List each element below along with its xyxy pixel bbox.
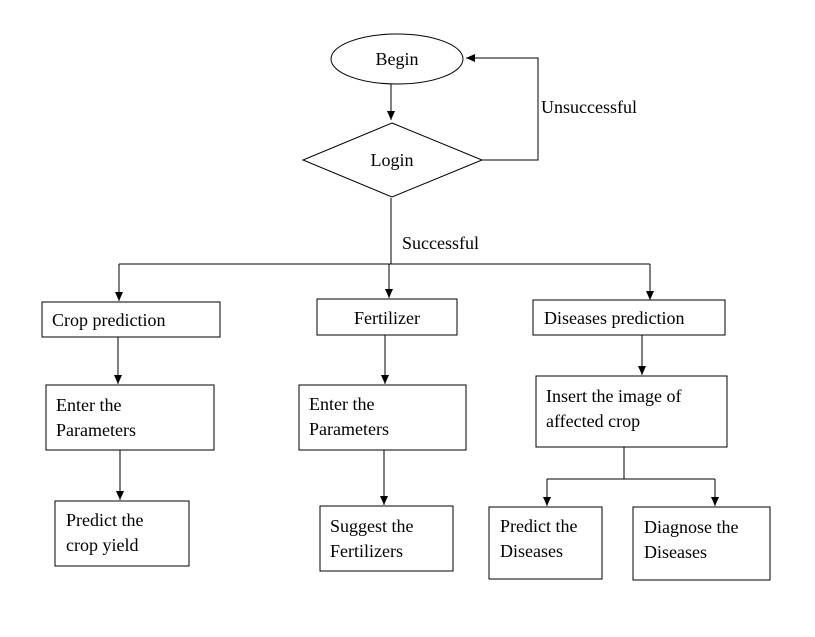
node-login: Login bbox=[301, 122, 484, 198]
node-insert-image: Insert the image of affected crop bbox=[535, 375, 728, 448]
edge-login-unsuccessful-loop bbox=[466, 54, 539, 161]
node-suggest-fertilizers-line2: Fertilizers bbox=[330, 541, 403, 561]
node-fertilizer-label: Fertilizer bbox=[354, 308, 420, 328]
node-suggest-fertilizers: Suggest the Fertilizers bbox=[319, 505, 454, 572]
node-diagnose-diseases-line2: Diseases bbox=[644, 542, 707, 562]
node-predict-diseases-line2: Diseases bbox=[500, 541, 563, 561]
node-crop-prediction-label: Crop prediction bbox=[52, 310, 165, 330]
node-predict-crop-yield-line1: Predict the bbox=[66, 510, 143, 530]
edges bbox=[114, 54, 719, 506]
node-diagnose-diseases: Diagnose the Diseases bbox=[632, 506, 771, 581]
node-crop-enter-parameters-line1: Enter the bbox=[56, 395, 121, 415]
node-diseases-prediction: Diseases prediction bbox=[532, 299, 726, 336]
node-fert-enter-parameters-line2: Parameters bbox=[309, 419, 389, 439]
node-predict-diseases: Predict the Diseases bbox=[488, 506, 603, 580]
node-begin: Begin bbox=[330, 33, 464, 85]
node-begin-label: Begin bbox=[376, 49, 419, 69]
node-diseases-prediction-label: Diseases prediction bbox=[544, 308, 684, 328]
node-predict-crop-yield-line2: crop yield bbox=[66, 535, 138, 555]
node-fertilizer: Fertilizer bbox=[316, 298, 458, 336]
node-crop-prediction: Crop prediction bbox=[41, 301, 221, 338]
node-predict-diseases-line1: Predict the bbox=[500, 516, 577, 536]
node-insert-image-line2: affected crop bbox=[546, 411, 640, 431]
node-predict-crop-yield: Predict the crop yield bbox=[54, 500, 190, 567]
node-insert-image-line1: Insert the image of bbox=[546, 386, 681, 406]
node-crop-enter-parameters-line2: Parameters bbox=[56, 420, 136, 440]
node-fert-enter-parameters: Enter the Parameters bbox=[298, 384, 467, 451]
node-login-label: Login bbox=[371, 150, 414, 170]
node-diagnose-diseases-line1: Diagnose the bbox=[644, 517, 738, 537]
node-suggest-fertilizers-line1: Suggest the bbox=[330, 516, 414, 536]
edge-label-successful: Successful bbox=[402, 233, 479, 253]
node-crop-enter-parameters: Enter the Parameters bbox=[45, 384, 215, 451]
node-fert-enter-parameters-line1: Enter the bbox=[309, 394, 374, 414]
edge-label-unsuccessful: Unsuccessful bbox=[541, 97, 637, 117]
